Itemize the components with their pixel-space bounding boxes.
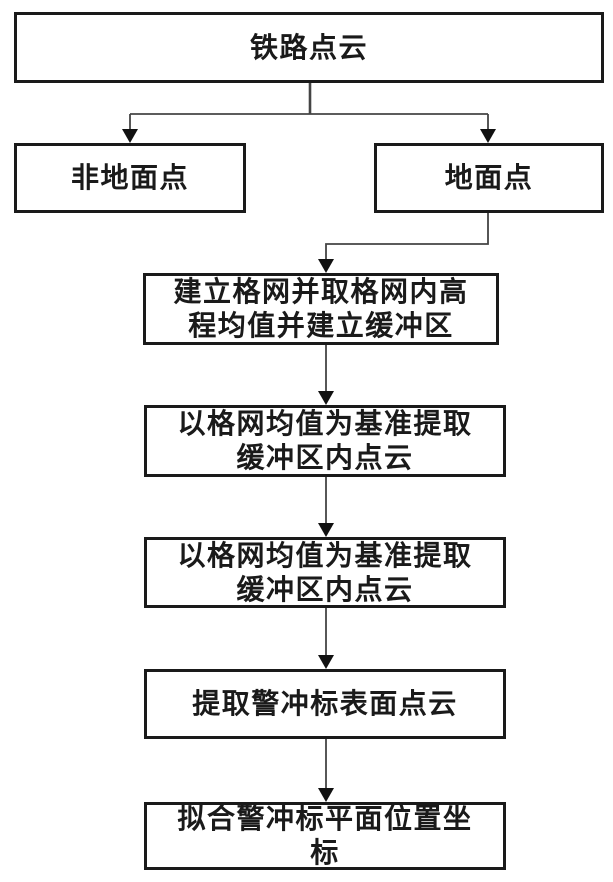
- arrowhead-icon: [318, 523, 334, 537]
- node-label: 铁路点云: [249, 30, 368, 64]
- node-label-line2: 标: [310, 836, 340, 869]
- node-label-line1: 建立格网并取格网内高: [173, 275, 469, 308]
- node-label-line2: 缓冲区内点云: [236, 572, 414, 606]
- arrowhead-icon: [318, 655, 334, 669]
- node-extract-marker-surface: 提取警冲标表面点云: [144, 669, 506, 739]
- node-build-grid-buffer: 建立格网并取格网内高 程均值并建立缓冲区: [143, 273, 499, 345]
- arrowhead-icon: [122, 129, 138, 143]
- node-label-line1: 拟合警冲标平面位置坐: [177, 802, 473, 835]
- edge-ground-to-grid: [325, 213, 489, 261]
- node-label: 地面点: [444, 161, 534, 194]
- arrowhead-icon: [318, 259, 334, 273]
- node-label: 提取警冲标表面点云: [192, 687, 458, 720]
- node-railway-point-cloud: 铁路点云: [14, 12, 604, 83]
- node-label: 非地面点: [70, 161, 189, 194]
- node-ground-points: 地面点: [374, 143, 604, 213]
- node-fit-marker-position: 拟合警冲标平面位置坐 标: [144, 802, 506, 870]
- node-label-line2: 程均值并建立缓冲区: [188, 309, 454, 342]
- arrowhead-icon: [318, 788, 334, 802]
- node-extract-buffer-cloud-1: 以格网均值为基准提取 缓冲区内点云: [144, 405, 506, 477]
- node-label-line1: 以格网均值为基准提取: [177, 538, 473, 572]
- arrowhead-icon: [480, 129, 496, 143]
- node-non-ground-points: 非地面点: [14, 143, 246, 213]
- node-label-line2: 缓冲区内点云: [236, 441, 414, 474]
- node-extract-buffer-cloud-2: 以格网均值为基准提取 缓冲区内点云: [144, 537, 506, 608]
- arrowhead-icon: [318, 391, 334, 405]
- node-label-line1: 以格网均值为基准提取: [177, 407, 473, 440]
